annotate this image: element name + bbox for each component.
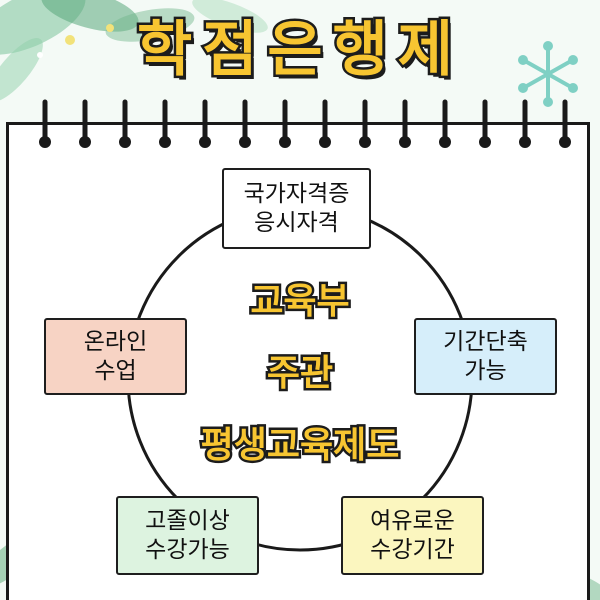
feature-box-line: 수강가능 [145, 536, 230, 563]
feature-box-line: 응시자격 [254, 209, 339, 236]
leaf-cluster-icon [0, 0, 268, 102]
center-text-line3: 평생교육제도 [198, 423, 402, 469]
feature-box-line: 기간단축 [443, 328, 528, 355]
feature-box-line: 수업 [94, 357, 137, 384]
feature-box-certificate: 국가자격증 응시자격 [222, 168, 371, 249]
feature-box-line: 수강기간 [370, 536, 455, 563]
page-title: 학점은행제 [135, 13, 463, 88]
feature-box-shorter-period: 기간단축 가능 [414, 318, 557, 395]
center-text-line1: 교육부 [248, 279, 352, 325]
feature-box-line: 고졸이상 [145, 507, 230, 534]
snowflake-icon [518, 41, 578, 107]
feature-box-flexible-period: 여유로운 수강기간 [341, 496, 484, 575]
binder-rings [39, 99, 571, 148]
feature-box-online: 온라인 수업 [44, 318, 187, 395]
feature-box-line: 가능 [464, 357, 507, 384]
feature-box-line: 여유로운 [370, 507, 455, 534]
feature-box-eligibility: 고졸이상 수강가능 [116, 496, 259, 575]
feature-box-line: 국가자격증 [243, 180, 350, 207]
center-text-line2: 주관 [264, 351, 335, 397]
feature-box-line: 온라인 [83, 328, 148, 355]
